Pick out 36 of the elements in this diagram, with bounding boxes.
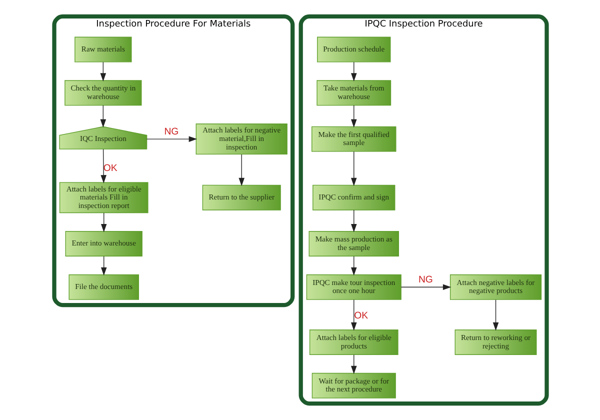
arrow [100, 62, 106, 82]
arrow [100, 212, 106, 232]
arrow [350, 151, 356, 186]
arrow [350, 62, 356, 82]
node-box: File the documents [68, 274, 138, 300]
node-box: Make the first qualified sample [311, 126, 396, 152]
node-box: Make mass production as the sample [308, 231, 398, 256]
node-box: Attach labels for negative material,Fill in inspection [195, 124, 287, 155]
node-box: Raw materials [74, 36, 132, 62]
edge-label: OK [354, 310, 368, 322]
node-box: IPQC make tour inspection once one hour [306, 274, 401, 300]
arrow [100, 148, 106, 184]
node-box: Check the quantity in warehouse [64, 80, 142, 106]
arrow [100, 105, 106, 128]
arrow [492, 299, 498, 331]
arrow [146, 136, 197, 142]
arrow [238, 154, 244, 186]
arrow [350, 210, 356, 232]
node-box: Enter into warehouse [64, 231, 142, 256]
node-box: Take materials from warehouse [316, 80, 391, 106]
node-box: Wait for package or for the next procedure [311, 372, 396, 398]
edge-label: NG [418, 274, 432, 286]
node-box: Production schedule [316, 36, 390, 62]
arrow [400, 284, 451, 290]
arrow [100, 256, 106, 276]
arrow [350, 354, 356, 374]
node-box: Return to the supplier [202, 184, 280, 210]
node-box: IPQC confirm and sign [312, 184, 395, 210]
arrow [350, 256, 356, 276]
node-box: Return to reworking or rejecting [454, 330, 536, 355]
node-box: Attach labels for eligible products [308, 330, 398, 355]
node-box: Attach negative labels for negative products [449, 274, 542, 300]
edge-label: NG [164, 126, 178, 138]
arrow [350, 299, 356, 331]
node-box: Attach labels for eligible materials Fill in inspection report [58, 182, 148, 214]
arrow [350, 105, 356, 128]
